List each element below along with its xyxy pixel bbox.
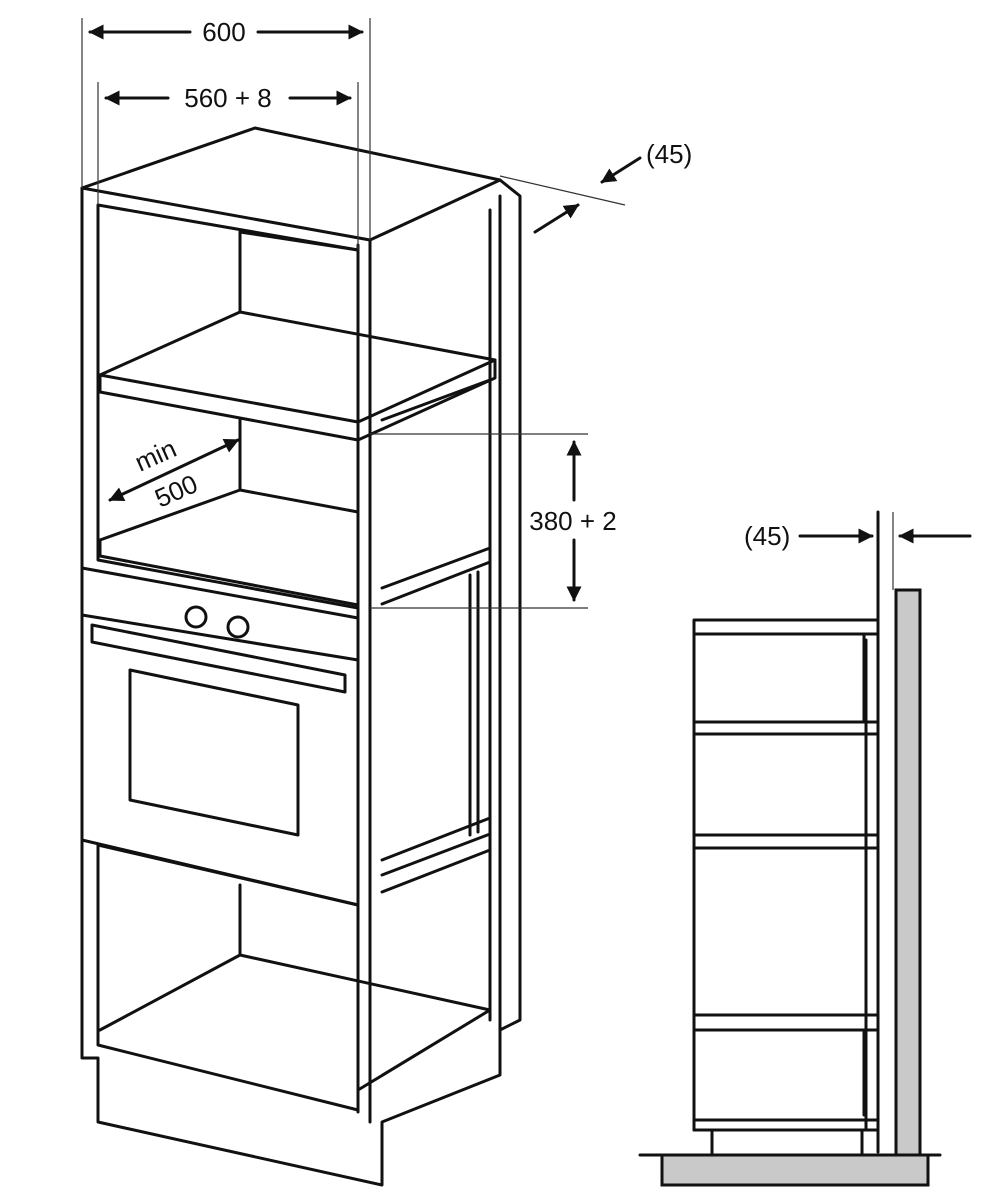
- floor: [660, 1153, 930, 1187]
- dim-total-width: 600: [81, 17, 371, 240]
- niche-height-label: 380 + 2: [529, 506, 616, 536]
- oven-knob-left: [184, 605, 208, 629]
- ventilation-top-label: (45): [646, 139, 692, 169]
- side-section: [638, 510, 942, 1187]
- oven: [80, 566, 360, 907]
- total-width-label: 600: [202, 17, 245, 47]
- dim-niche-width: 560 + 8: [97, 82, 359, 250]
- dim-ventilation-top: (45): [499, 139, 692, 234]
- wall: [894, 588, 922, 1157]
- oven-knob-right: [226, 615, 250, 639]
- dim-ventilation-side: (45): [744, 521, 972, 551]
- niche-width-label: 560 + 8: [184, 83, 271, 113]
- ventilation-side-label: (45): [744, 521, 790, 551]
- dim-niche-height: 380 + 2: [370, 433, 617, 609]
- dim-min-depth: min 500: [108, 433, 240, 513]
- tall-cabinet: [80, 126, 522, 1187]
- bottom-compartment: [96, 843, 492, 1112]
